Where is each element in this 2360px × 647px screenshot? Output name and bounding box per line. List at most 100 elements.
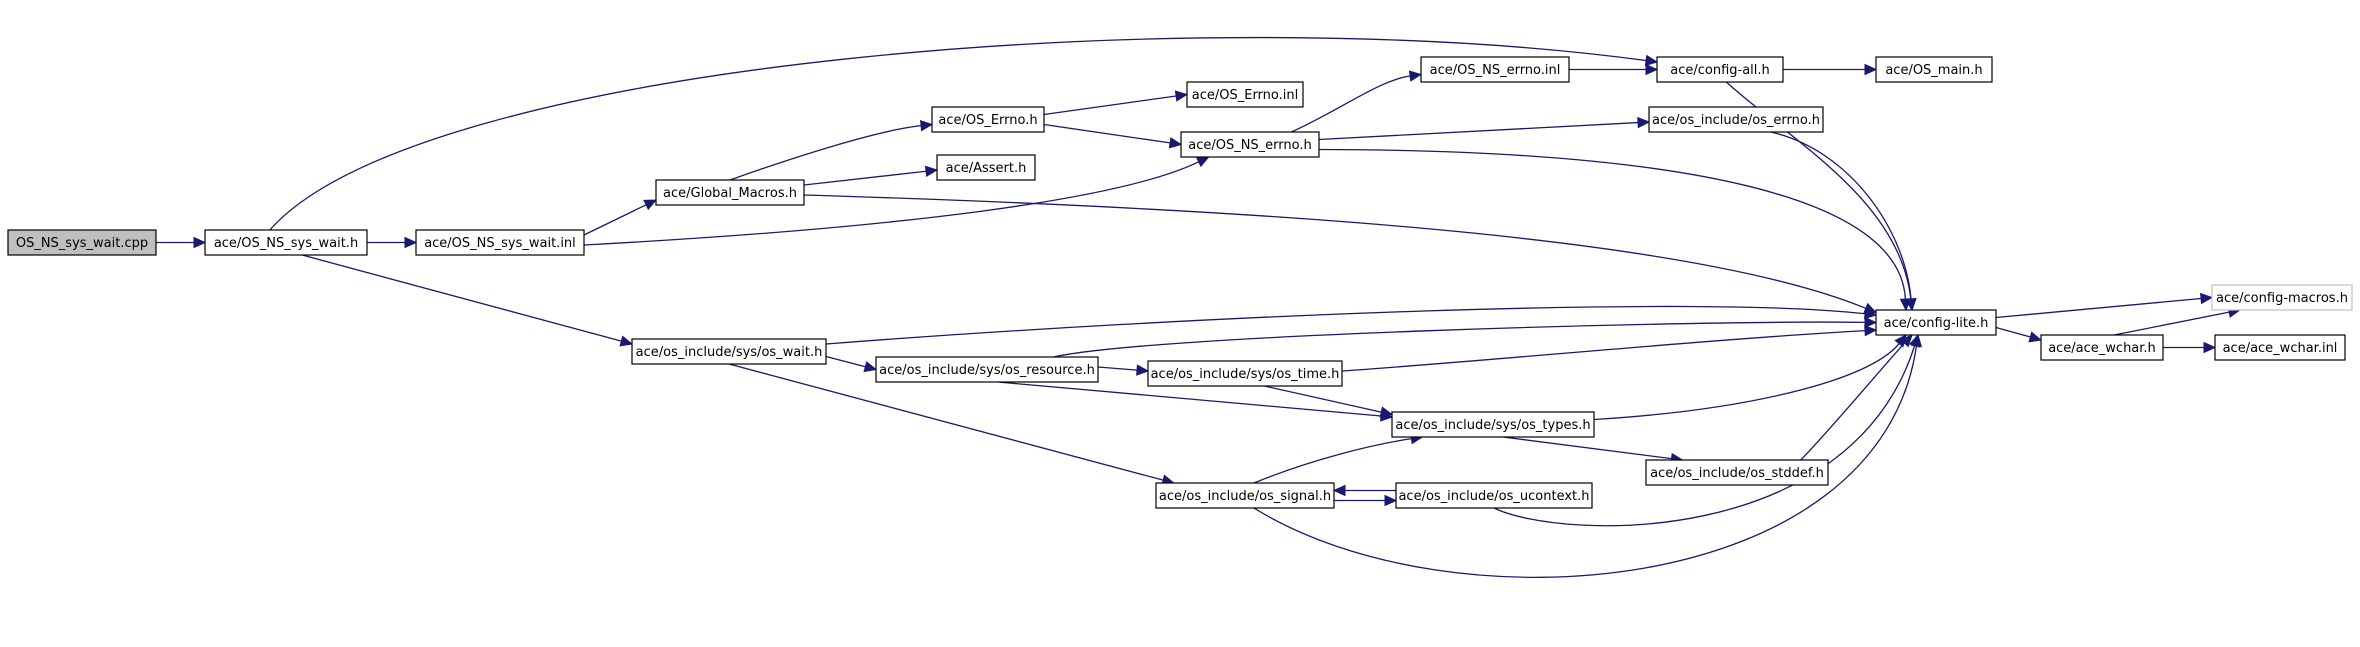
node-n18[interactable]: ace/os_include/sys/os_time.h: [1147, 360, 1343, 387]
edge-arrowhead: [2203, 341, 2217, 354]
node-box: [1645, 459, 1829, 486]
edge-n1-n16: [302, 254, 634, 347]
node-n4[interactable]: ace/OS_Errno.h: [931, 106, 1045, 133]
node-box: [1875, 309, 1997, 336]
edge-arrowhead: [924, 165, 939, 177]
node-n3[interactable]: ace/Global_Macros.h: [655, 179, 805, 206]
edge-n14-n13: [2114, 306, 2242, 336]
edge-arrowhead: [1174, 90, 1189, 102]
edge-arrowhead: [643, 199, 658, 211]
edge-line: [1318, 121, 1639, 141]
node-box: [7, 229, 157, 256]
edge-n4-n6: [1043, 90, 1189, 116]
node-n14[interactable]: ace/ace_wchar.h: [2040, 334, 2164, 361]
node-box: [1186, 81, 1304, 108]
edge-line: [1097, 366, 1138, 371]
edge-n22-n21: [1332, 484, 1396, 497]
node-label: ace/OS_NS_errno.h: [1188, 138, 1312, 153]
edge-line: [1503, 436, 1672, 460]
edge-arrowhead: [1900, 334, 1913, 348]
edge-n3-n4: [729, 120, 934, 181]
edge-line: [803, 194, 1867, 309]
edge-line: [1318, 148, 1907, 300]
node-n17[interactable]: ace/os_include/sys/os_resource.h: [875, 356, 1099, 383]
node-box: [1875, 56, 1993, 83]
edge-line: [1253, 345, 1918, 578]
node-label: ace/OS_Errno.h: [938, 113, 1037, 128]
edge-arrowhead: [1645, 63, 1659, 76]
edge-arrowhead: [1384, 494, 1398, 507]
node-label: OS_NS_sys_wait.cpp: [16, 236, 148, 251]
node-n15[interactable]: ace/ace_wchar.inl: [2214, 334, 2346, 361]
node-n10[interactable]: ace/OS_main.h: [1875, 56, 1993, 83]
node-n16[interactable]: ace/os_include/sys/os_wait.h: [631, 338, 827, 365]
node-label: ace/OS_Errno.inl: [1192, 88, 1298, 103]
node-n22[interactable]: ace/os_include/os_ucontext.h: [1395, 482, 1593, 509]
edge-arrowhead: [1864, 316, 1878, 329]
edge-n20-n12: [1800, 334, 1913, 461]
edge-line: [2114, 311, 2230, 336]
edge-n12-n13: [1995, 292, 2214, 319]
node-n13[interactable]: ace/config-macros.h: [2211, 284, 2353, 311]
node-n20[interactable]: ace/os_include/os_stddef.h: [1645, 459, 1829, 486]
edge-n16-n12: [825, 305, 1878, 345]
edge-n9-n10: [1783, 63, 1878, 76]
node-label: ace/os_include/os_ucontext.h: [1398, 489, 1589, 504]
node-n8[interactable]: ace/OS_NS_errno.inl: [1420, 56, 1570, 83]
node-label: ace/Assert.h: [946, 161, 1027, 176]
edge-arrowhead: [1644, 54, 1659, 67]
edge-n4-n7: [1043, 123, 1183, 149]
edge-n14-n15: [2163, 341, 2217, 354]
edge-n18-n12: [1341, 324, 1878, 372]
edge-n17-n18: [1097, 364, 1150, 376]
edge-n7-n11: [1318, 116, 1651, 141]
edge-line: [1770, 131, 1912, 300]
node-box: [631, 338, 827, 365]
edge-n0-n1: [156, 236, 207, 249]
node-label: ace/os_include/sys/os_wait.h: [636, 345, 823, 360]
edge-n19-n12: [1593, 334, 1907, 421]
node-box: [1147, 360, 1343, 387]
node-n12[interactable]: ace/config-lite.h: [1875, 309, 1997, 336]
edge-arrowhead: [1864, 63, 1878, 76]
edge-arrowhead: [919, 120, 934, 132]
edge-line: [1725, 81, 1912, 300]
edge-line: [1264, 385, 1382, 413]
edge-arrowhead: [1332, 484, 1346, 497]
edge-n21-n12: [1253, 333, 1923, 578]
node-n5[interactable]: ace/Assert.h: [936, 154, 1036, 181]
edge-arrowhead: [1195, 156, 1210, 168]
edge-line: [1043, 123, 1171, 144]
edge-line: [1253, 438, 1412, 484]
edge-n17-n12: [1053, 316, 1878, 358]
edge-line: [1593, 343, 1900, 421]
edge-line: [583, 161, 1199, 246]
node-box: [1180, 131, 1320, 158]
node-label: ace/ace_wchar.h: [2048, 341, 2156, 356]
node-n0[interactable]: OS_NS_sys_wait.cpp: [7, 229, 157, 256]
node-label: ace/os_include/os_signal.h: [1159, 489, 1331, 504]
node-label: ace/config-macros.h: [2216, 291, 2348, 306]
edge-arrowhead: [1637, 116, 1651, 129]
edge-line: [825, 305, 1866, 345]
node-n19[interactable]: ace/os_include/sys/os_types.h: [1391, 411, 1595, 438]
node-box: [2040, 334, 2164, 361]
node-n1[interactable]: ace/OS_NS_sys_wait.h: [204, 229, 368, 256]
node-n9[interactable]: ace/config-all.h: [1656, 56, 1784, 83]
node-label: ace/ace_wchar.inl: [2223, 341, 2338, 356]
node-box: [204, 229, 368, 256]
node-n11[interactable]: ace/os_include/os_errno.h: [1648, 106, 1824, 133]
node-box: [1656, 56, 1784, 83]
edge-n12-n14: [1995, 326, 2043, 343]
edge-n16-n17: [825, 355, 878, 373]
node-n21[interactable]: ace/os_include/os_signal.h: [1155, 482, 1335, 509]
edge-line: [1341, 329, 1866, 372]
node-box: [936, 154, 1036, 181]
node-n7[interactable]: ace/OS_NS_errno.h: [1180, 131, 1320, 158]
node-n6[interactable]: ace/OS_Errno.inl: [1186, 81, 1304, 108]
node-label: ace/OS_NS_errno.inl: [1430, 63, 1561, 78]
node-n2[interactable]: ace/OS_NS_sys_wait.inl: [415, 229, 585, 256]
edge-arrowhead: [1864, 324, 1878, 337]
